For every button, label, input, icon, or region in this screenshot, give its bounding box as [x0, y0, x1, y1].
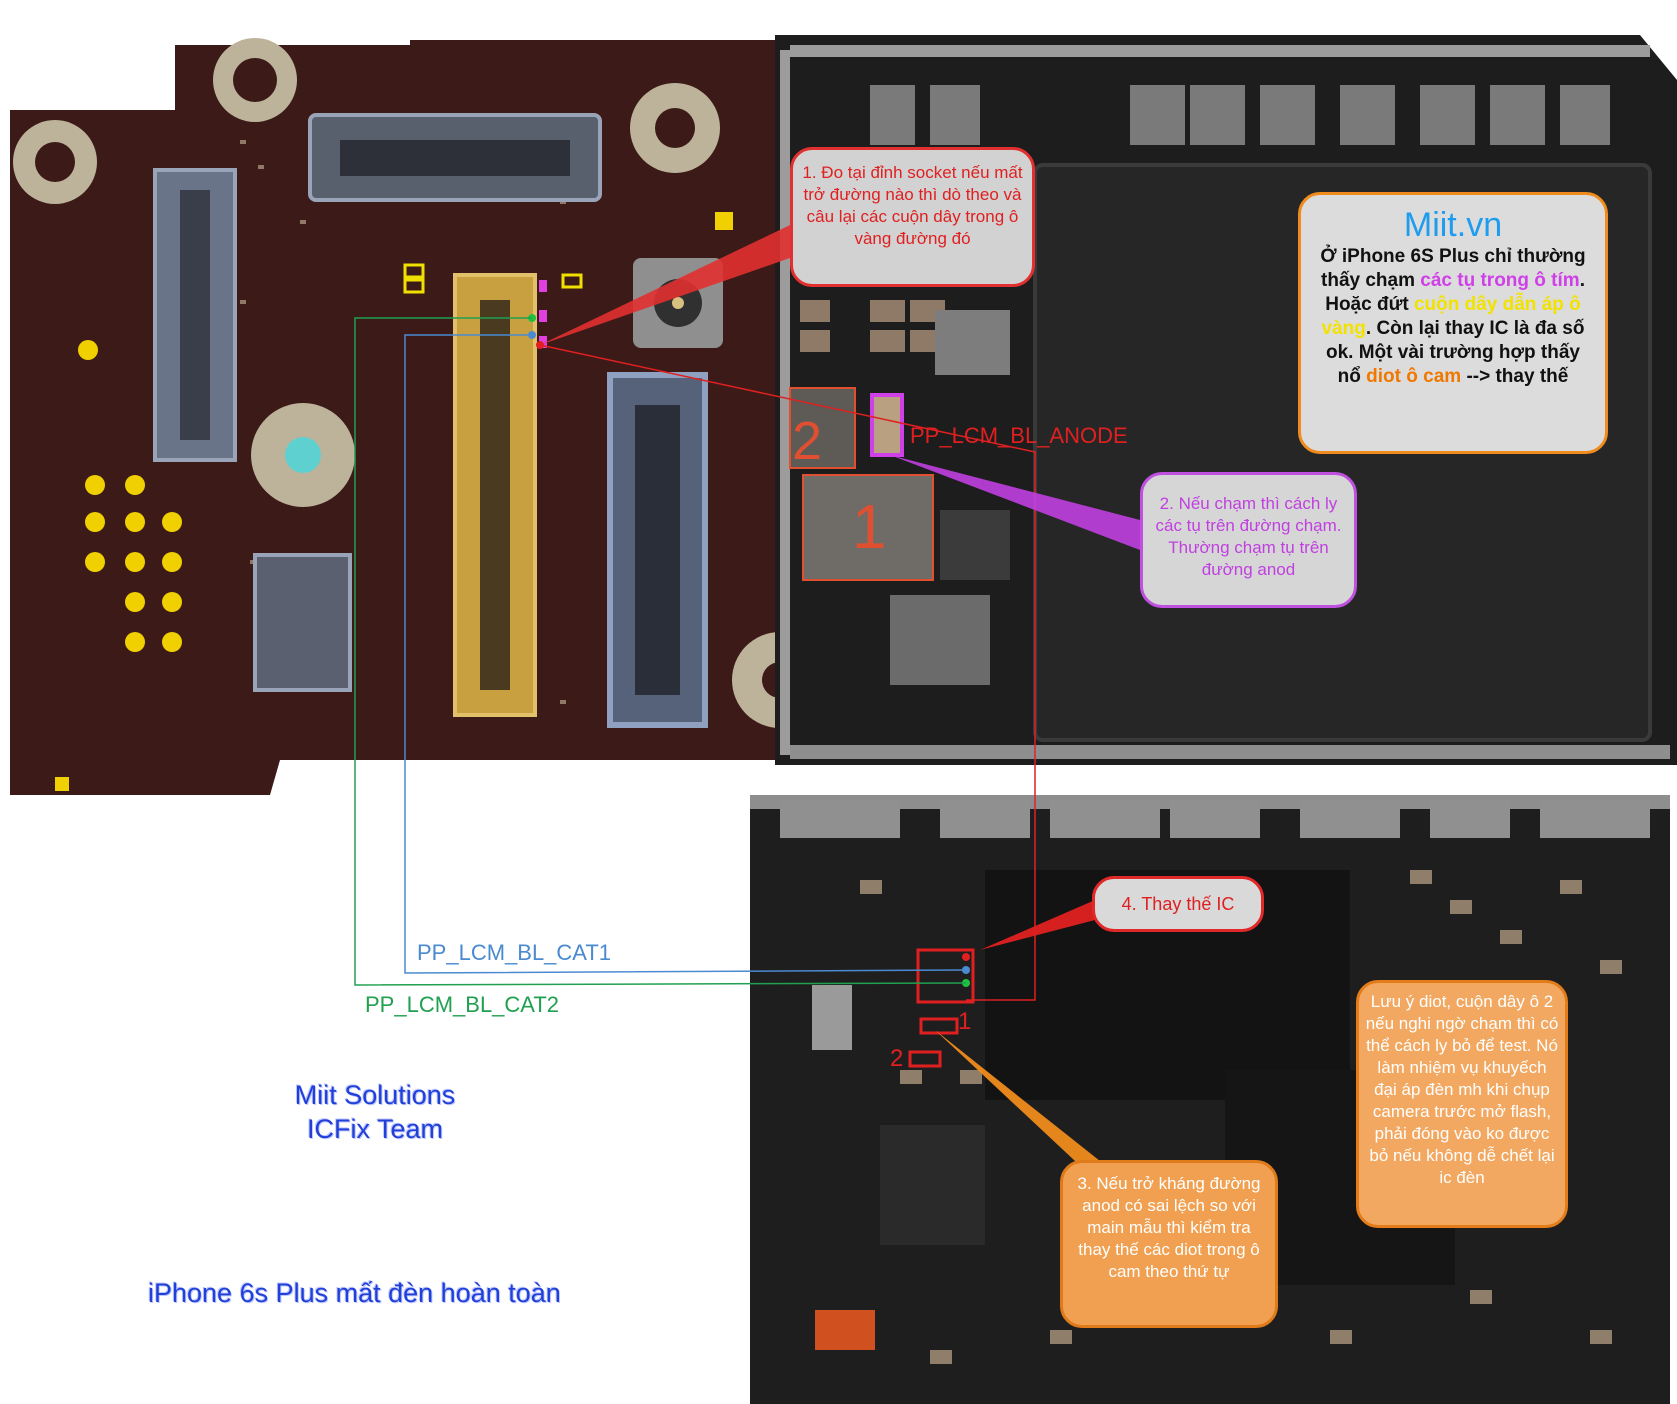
component-box-1	[802, 474, 934, 581]
callout-note-text: Lưu ý diot, cuộn dây ô 2 nếu nghi ngờ ch…	[1365, 992, 1559, 1187]
pointer-1	[540, 225, 790, 345]
info-highlight-purple: các tụ trong ô tím	[1420, 270, 1580, 291]
callout-step-2-text: 2. Nếu chạm thì cách ly các tụ trên đườn…	[1155, 494, 1342, 579]
team-line-2: ICFix Team	[306, 1114, 444, 1144]
ic-pins-highlight	[916, 948, 975, 1004]
box-1-label: 1	[852, 493, 887, 562]
callout-step-1-text: 1. Đo tại đỉnh socket nếu mất trở đường …	[802, 163, 1023, 248]
diode-1-label: 1	[958, 1008, 972, 1035]
callout-step-3-text: 3. Nếu trở kháng đường anod có sai lệch …	[1077, 1174, 1261, 1281]
brand-label: Miit.vn	[1403, 206, 1503, 244]
test-pads	[55, 212, 733, 791]
info-line-a: Ở iPhone 6S Plus chỉ thường thấy chạm	[1320, 246, 1586, 291]
screw-boss-4	[251, 403, 355, 507]
anode-net-label: PP_LCM_BL_ANODE	[910, 423, 1128, 448]
info-box: Miit.vn Ở iPhone 6S Plus chỉ thường thấy…	[1298, 192, 1608, 454]
info-line-d: --> thay thế	[1461, 366, 1569, 387]
diode-2-label: 2	[890, 1045, 904, 1072]
screw-boss-1	[213, 38, 297, 122]
info-line-b: . Hoặc đứt	[1325, 270, 1585, 315]
info-line-c: . Còn lại thay IC là đa số ok. Một vài t…	[1325, 318, 1585, 387]
callout-step-3: 3. Nếu trở kháng đường anod có sai lệch …	[1060, 1160, 1278, 1328]
callout-step-2: 2. Nếu chạm thì cách ly các tụ trên đườn…	[1140, 472, 1357, 608]
box-2-label: 2	[792, 411, 823, 471]
callout-note: Lưu ý diot, cuộn dây ô 2 nếu nghi ngờ ch…	[1356, 980, 1568, 1228]
info-text: Ở iPhone 6S Plus chỉ thường thấy chạm cá…	[1315, 245, 1591, 389]
connector-small	[253, 553, 352, 692]
cat2-net-label: PP_LCM_BL_CAT2	[365, 992, 560, 1017]
team-line-1: Miit Solutions	[294, 1080, 456, 1110]
pointer-4	[980, 900, 1095, 950]
diode-2-box	[908, 1050, 942, 1068]
anode-net-line	[539, 344, 1036, 1001]
cat1-net-label: PP_LCM_BL_CAT1	[417, 940, 612, 965]
info-highlight-orange: diot ô cam	[1366, 366, 1462, 387]
screw-boss-2	[13, 120, 97, 204]
screw-boss-3	[630, 83, 720, 173]
cat2-net-line	[354, 317, 967, 986]
info-highlight-yellow: cuộn dây dẫn áp ô vàng	[1321, 294, 1581, 339]
callout-step-1: 1. Đo tại đỉnh socket nếu mất trở đường …	[790, 147, 1035, 287]
callout-step-4: 4. Thay thế IC	[1092, 876, 1264, 932]
team-credit: Miit Solutions ICFix Team	[285, 1078, 465, 1146]
anode-capacitor	[870, 393, 904, 457]
pointer-3	[935, 1030, 1105, 1175]
diode-1-box	[919, 1017, 959, 1035]
pointer-2	[890, 455, 1140, 550]
callout-step-4-text: 4. Thay thế IC	[1121, 894, 1235, 914]
cat1-net-line	[404, 334, 967, 974]
page-title: iPhone 6s Plus mất đèn hoàn toàn	[148, 1278, 561, 1308]
